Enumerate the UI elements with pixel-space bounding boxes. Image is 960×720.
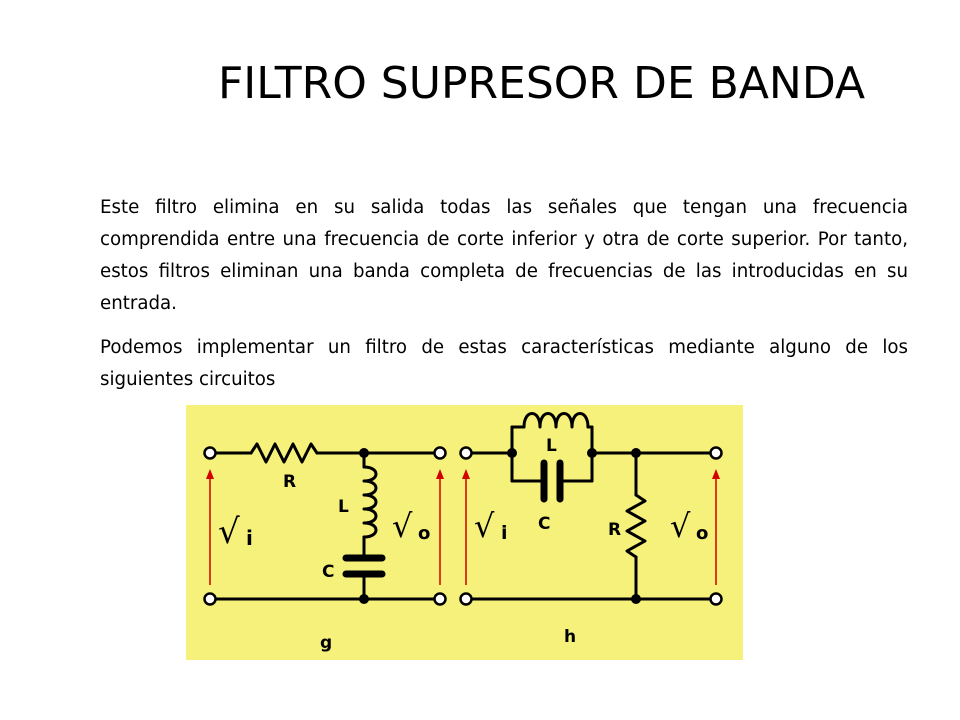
circuit-h-inductor-label: L	[546, 436, 557, 456]
circuit-h-output-terminal-top	[709, 446, 723, 460]
circuit-h-input-subscript: i	[501, 522, 508, 544]
circuit-h-node-top	[631, 448, 641, 458]
circuit-g-input-subscript: i	[246, 526, 253, 550]
circuit-g-output-subscript: o	[418, 523, 430, 544]
circuit-h-output-symbol: √	[670, 507, 691, 545]
circuit-g-input-terminal-bottom	[203, 592, 217, 606]
paragraph-implementation: Podemos implementar un filtro de estas c…	[100, 337, 908, 390]
circuit-h-inductor	[522, 412, 590, 429]
circuit-h-output-arrow-head	[712, 469, 720, 479]
circuit-g-output-symbol: √	[392, 507, 413, 545]
circuit-h-input-terminal-bottom	[459, 592, 473, 606]
circuit-h-caption: h	[564, 627, 576, 647]
circuit-g-input-terminal-top	[203, 446, 217, 460]
circuit-h-resistor-label: R	[608, 520, 621, 540]
circuit-h-input-arrow-head	[462, 469, 470, 479]
circuit-h-input-symbol: √	[474, 507, 495, 545]
circuit-g-caption: g	[320, 633, 332, 653]
circuit-h-node-bottom	[631, 594, 641, 604]
circuit-g-input-symbol: √	[218, 512, 240, 552]
diagram-background	[186, 405, 743, 660]
circuit-h-input-terminal-top	[459, 446, 473, 460]
circuit-h-output-terminal-bottom	[709, 592, 723, 606]
circuit-h-output-subscript: o	[696, 523, 708, 544]
circuit-g-output-terminal-bottom	[433, 592, 447, 606]
circuit-h-node-tank-left	[507, 448, 517, 458]
slide-title: FILTRO SUPRESOR DE BANDA	[218, 58, 866, 109]
circuit-h-resistor	[625, 493, 647, 559]
circuit-g-capacitor-label: C	[322, 562, 334, 582]
circuit-g-node-top	[359, 448, 369, 458]
circuit-g-inductor-label: L	[338, 497, 349, 517]
circuit-diagram: R L C √ i √ o g	[186, 405, 743, 660]
circuit-h-node-tank-right	[587, 448, 597, 458]
circuit-g-input-arrow-head	[206, 469, 214, 479]
circuit-g-output-terminal-top	[433, 446, 447, 460]
circuit-g	[208, 442, 442, 601]
circuit-g-node-bottom	[359, 594, 369, 604]
paragraph-description: Este filtro elimina en su salida todas l…	[100, 197, 908, 314]
circuit-g-inductor	[362, 465, 378, 539]
circuit-g-resistor	[249, 442, 319, 464]
circuit-g-output-arrow-head	[436, 469, 444, 479]
circuit-h-capacitor-label: C	[538, 514, 550, 534]
circuit-g-resistor-label: R	[283, 472, 296, 492]
